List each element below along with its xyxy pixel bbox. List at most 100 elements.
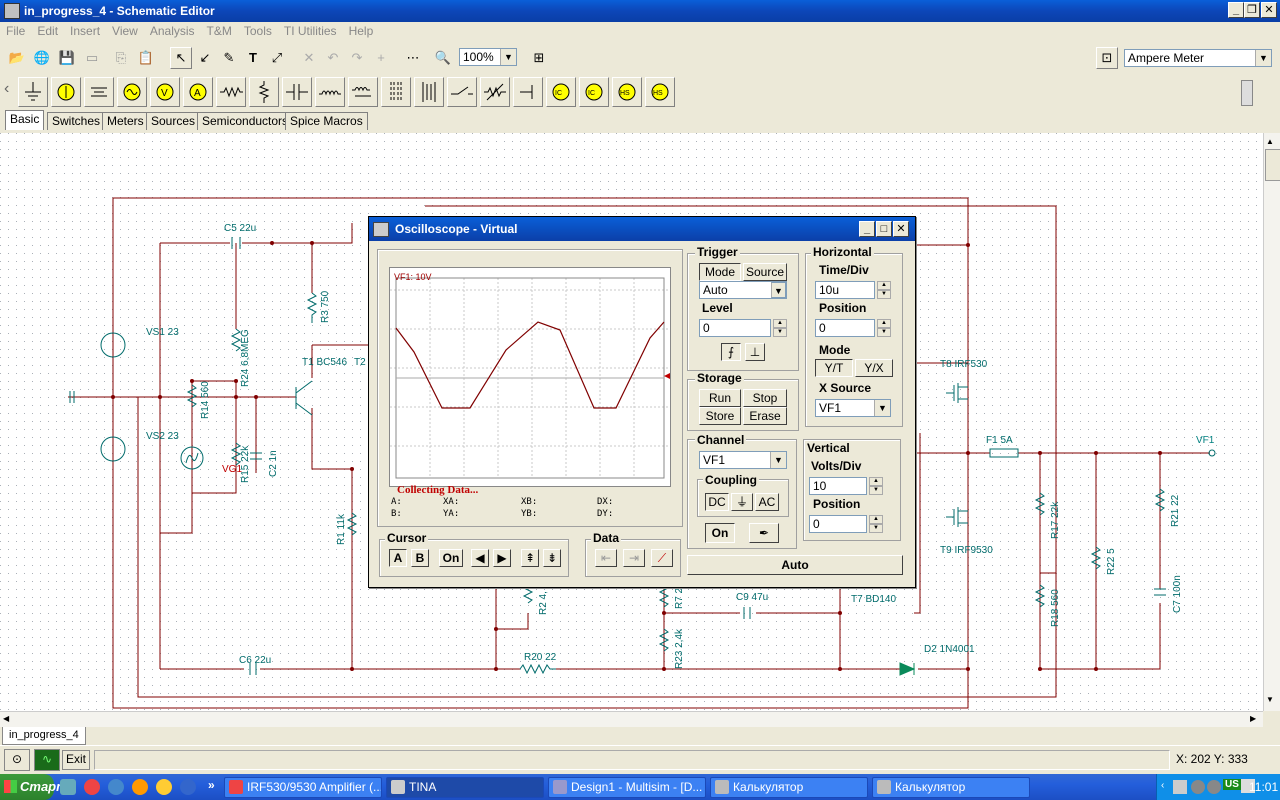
channel-on-button[interactable]: On: [705, 523, 735, 543]
cursor-b-button[interactable]: B: [411, 549, 429, 567]
task-tina[interactable]: TINA: [386, 777, 544, 798]
vposition-spinner[interactable]: ▲▼: [869, 515, 883, 533]
open-icon[interactable]: 📂: [8, 50, 26, 65]
pencil-icon[interactable]: ✎: [223, 50, 235, 65]
potentiometer-icon[interactable]: [249, 77, 279, 107]
tray-volume-icon[interactable]: [1191, 780, 1205, 794]
quicklaunch-firefox-icon[interactable]: [132, 779, 148, 795]
timediv-spinner[interactable]: ▲▼: [877, 281, 891, 299]
coupling-gnd-icon[interactable]: ⏚: [731, 493, 753, 511]
menu-analysis[interactable]: Analysis: [149, 24, 195, 38]
data-export-icon[interactable]: ⇥: [623, 549, 645, 567]
meter-select[interactable]: Ampere Meter▼: [1124, 49, 1272, 67]
auto-button[interactable]: Auto: [687, 555, 903, 575]
scroll-left-icon[interactable]: ‹: [4, 80, 10, 97]
tray-network-icon[interactable]: [1173, 780, 1187, 794]
meter-icon[interactable]: ⊡: [1096, 47, 1118, 69]
switch-icon[interactable]: [447, 77, 477, 107]
scope-maximize-button[interactable]: □: [876, 221, 892, 237]
cursor-a-button[interactable]: A: [389, 549, 407, 567]
cursor-up-icon[interactable]: ⇞: [521, 549, 539, 567]
trigger-falling-edge-icon[interactable]: ⊥: [745, 343, 765, 361]
tray-language[interactable]: US: [1223, 779, 1241, 790]
trigger-mode-button[interactable]: Mode: [699, 263, 741, 281]
menu-help[interactable]: Help: [348, 24, 374, 38]
trigger-rising-edge-icon[interactable]: ⨍: [721, 343, 741, 361]
battery-icon[interactable]: [84, 77, 114, 107]
ammeter-icon[interactable]: A: [183, 77, 213, 107]
data-import-icon[interactable]: ⇤: [595, 549, 617, 567]
horizontal-scrollbar[interactable]: ◀ ▶: [0, 711, 1263, 728]
scope-display[interactable]: VF1: 10V: [389, 267, 671, 487]
tray-expand-icon[interactable]: ‹: [1161, 780, 1165, 791]
meter-toggle-icon[interactable]: ⊞: [533, 50, 545, 65]
mode-yx-button[interactable]: Y/X: [855, 359, 893, 377]
hposition-input[interactable]: 0: [815, 319, 875, 337]
voltage-source-icon[interactable]: [51, 77, 81, 107]
copy-icon[interactable]: ⎘: [115, 50, 127, 65]
menu-insert[interactable]: Insert: [70, 24, 101, 38]
ground-icon[interactable]: [18, 77, 48, 107]
quicklaunch-chrome-icon[interactable]: [84, 779, 100, 795]
toolbar-scroll-handle[interactable]: [1241, 80, 1253, 106]
hs-source2-icon[interactable]: HS: [645, 77, 675, 107]
trigger-level-spinner[interactable]: ▲▼: [773, 319, 787, 337]
tab-basic[interactable]: Basic: [5, 110, 45, 130]
menu-tm[interactable]: T&M: [206, 24, 232, 38]
open-gray-icon[interactable]: ▭: [85, 50, 99, 65]
close-button[interactable]: ✕: [1261, 2, 1277, 18]
varistor-icon[interactable]: [480, 77, 510, 107]
voltsdiv-spinner[interactable]: ▲▼: [869, 477, 883, 495]
cursor-right-icon[interactable]: ▶: [493, 549, 511, 567]
cursor-left-icon[interactable]: ◀: [471, 549, 489, 567]
tab-semiconductors[interactable]: Semiconductors: [197, 112, 294, 130]
menu-ti-utilities[interactable]: TI Utilities: [283, 24, 337, 38]
xsource-select[interactable]: VF1 ▼: [815, 399, 891, 417]
storage-store-button[interactable]: Store: [699, 407, 741, 425]
task-irf-amplifier[interactable]: IRF530/9530 Amplifier (...: [224, 777, 382, 798]
exit-button[interactable]: Exit: [62, 750, 90, 770]
grid-icon[interactable]: ⋯: [406, 50, 420, 65]
quicklaunch-desktop-icon[interactable]: [60, 779, 76, 795]
task-calculator-2[interactable]: Калькулятор: [872, 777, 1030, 798]
tab-switches[interactable]: Switches: [47, 112, 106, 130]
scroll-left-icon[interactable]: ◀: [3, 714, 10, 723]
tab-meters[interactable]: Meters: [102, 112, 149, 130]
transformer-icon[interactable]: [381, 77, 411, 107]
tab-spice-macros[interactable]: Spice Macros: [285, 112, 368, 130]
scroll-down-icon[interactable]: ▼: [1266, 695, 1274, 704]
resistor-icon[interactable]: [216, 77, 246, 107]
ic-source2-icon[interactable]: IC: [579, 77, 609, 107]
tray-misc-icon[interactable]: [1241, 779, 1255, 793]
zoom-select[interactable]: 100%▼: [459, 48, 517, 66]
coupling-ac-button[interactable]: AC: [755, 493, 779, 511]
select-arrow-icon[interactable]: ↖: [170, 47, 192, 69]
voltmeter-icon[interactable]: V: [150, 77, 180, 107]
wire-arrow-icon[interactable]: ↙: [199, 50, 211, 65]
scope-minimize-button[interactable]: _: [859, 221, 875, 237]
scroll-right-icon[interactable]: ▶: [1250, 714, 1257, 723]
coupling-dc-button[interactable]: DC: [705, 493, 729, 511]
text-icon[interactable]: T: [249, 50, 257, 65]
quicklaunch-media-icon[interactable]: [156, 779, 172, 795]
trigger-mode-select[interactable]: Auto ▼: [699, 281, 787, 299]
quicklaunch-more-icon[interactable]: »: [208, 778, 215, 792]
rotate-icon[interactable]: ⤢: [271, 50, 283, 65]
menu-tools[interactable]: Tools: [243, 24, 272, 38]
pin-icon[interactable]: +: [377, 50, 385, 65]
zoom-icon[interactable]: 🔍: [434, 50, 452, 65]
restore-button[interactable]: ❐: [1244, 2, 1260, 18]
task-calculator-1[interactable]: Калькулятор: [710, 777, 868, 798]
terminal-icon[interactable]: [513, 77, 543, 107]
tray-app-icon[interactable]: [1207, 780, 1221, 794]
menu-edit[interactable]: Edit: [37, 24, 59, 38]
storage-run-button[interactable]: Run: [699, 389, 741, 407]
quicklaunch-ie-icon[interactable]: [180, 779, 196, 795]
capacitor-icon[interactable]: [282, 77, 312, 107]
scope-close-button[interactable]: ✕: [893, 221, 909, 237]
storage-erase-button[interactable]: Erase: [743, 407, 787, 425]
cursor-on-button[interactable]: On: [439, 549, 463, 567]
cursor-down-icon[interactable]: ⇟: [543, 549, 561, 567]
vertical-scrollbar[interactable]: ▲ ▼: [1263, 133, 1280, 711]
vposition-input[interactable]: 0: [809, 515, 867, 533]
